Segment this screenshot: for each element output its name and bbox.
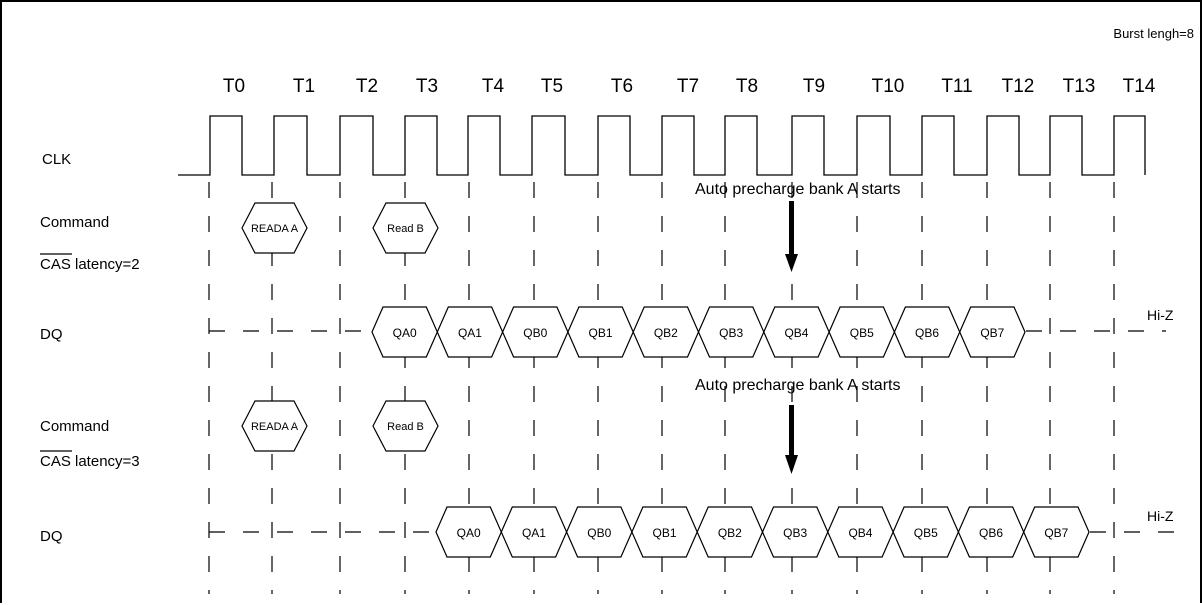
command-label-2-1: READA A xyxy=(251,421,299,433)
dq1-cell-label-qb0: QB0 xyxy=(523,326,547,340)
hi-z-label-1: Hi-Z xyxy=(1147,307,1174,323)
dq-bus-latency-3: QA0 QA1 QB0 QB1 QB2 QB3 QB4 QB5 QB6 QB7 xyxy=(209,506,1192,558)
dq2-cell-label-qb7: QB7 xyxy=(1044,526,1068,540)
command-hexagon-2-2 xyxy=(372,400,439,452)
dq1-cell-label-qa1: QA1 xyxy=(458,326,482,340)
precharge-arrow-shaft-1 xyxy=(789,201,794,258)
dq1-cell-label-qb5: QB5 xyxy=(850,326,874,340)
dq2-cell-label-qb0: QB0 xyxy=(587,526,611,540)
dq-label-1: DQ xyxy=(40,326,63,343)
dq2-cell-label-qb1: QB1 xyxy=(653,526,677,540)
precharge-arrow-head-2 xyxy=(785,455,798,474)
time-label-t0: T0 xyxy=(223,76,245,97)
dq2-cell-label-qb2: QB2 xyxy=(718,526,742,540)
dq1-cell-label-qb7: QB7 xyxy=(980,326,1004,340)
time-label-t12: T12 xyxy=(1002,76,1035,97)
command-hexagons: READA A Read B READA A Read B xyxy=(241,202,439,452)
command-hexagon-1-1 xyxy=(241,202,308,254)
dq2-cell-label-qb6: QB6 xyxy=(979,526,1003,540)
latency-value-1: latency=2 xyxy=(71,256,140,273)
dq1-cell-label-qb6: QB6 xyxy=(915,326,939,340)
dq2-cell-label-qa0: QA0 xyxy=(457,526,481,540)
dq1-cell-label-qb2: QB2 xyxy=(654,326,678,340)
clk-label: CLK xyxy=(42,151,71,168)
dq2-cell-qb7 xyxy=(1023,506,1090,558)
cas-latency-label-2: CAS latency=3 xyxy=(40,453,140,470)
cas-word-2: CAS xyxy=(40,453,71,470)
dq1-cell-label-qb1: QB1 xyxy=(589,326,613,340)
auto-precharge-note-1: Auto precharge bank A starts xyxy=(695,181,900,198)
time-label-t4: T4 xyxy=(482,76,505,97)
clk-waveform xyxy=(178,115,1146,176)
time-label-t1: T1 xyxy=(293,76,315,97)
dq2-cell-label-qb5: QB5 xyxy=(914,526,938,540)
dq2-cell-label-qb4: QB4 xyxy=(848,526,872,540)
dq2-cell-label-qa1: QA1 xyxy=(522,526,546,540)
time-label-t11: T11 xyxy=(941,76,972,97)
time-label-t2: T2 xyxy=(356,76,378,97)
time-label-t9: T9 xyxy=(803,76,825,97)
precharge-arrow-head-1 xyxy=(785,254,798,272)
dq1-cell-label-qb3: QB3 xyxy=(719,326,743,340)
time-label-t6: T6 xyxy=(611,76,633,97)
precharge-arrow-shaft-2 xyxy=(789,405,794,459)
command-hexagon-2-1 xyxy=(241,400,308,452)
command-label-2-2: Read B xyxy=(387,421,424,433)
dq-bus-latency-2: QA0 QA1 QB0 QB1 QB2 QB3 QB4 QB5 QB6 QB7 xyxy=(209,306,1166,358)
cas-word-1: CAS xyxy=(40,256,71,273)
dq1-cell-label-qb4: QB4 xyxy=(784,326,808,340)
dq-label-2: DQ xyxy=(40,528,63,545)
time-label-t14: T14 xyxy=(1123,76,1156,97)
dq1-cell-label-qa0: QA0 xyxy=(393,326,417,340)
hi-z-label-2: Hi-Z xyxy=(1147,508,1174,524)
command-label-1: Command xyxy=(40,214,109,231)
command-label-1-2: Read B xyxy=(387,223,424,235)
time-label-t8: T8 xyxy=(736,76,758,97)
dq1-cell-qb7 xyxy=(959,306,1026,358)
command-label-1-1: READA A xyxy=(251,223,299,235)
command-label-2: Command xyxy=(40,418,109,435)
time-label-t13: T13 xyxy=(1063,76,1096,97)
dq2-cell-label-qb3: QB3 xyxy=(783,526,807,540)
time-label-t7: T7 xyxy=(677,76,699,97)
cas-latency-label-1: CAS latency=2 xyxy=(40,256,140,273)
time-label-t5: T5 xyxy=(541,76,563,97)
time-label-t3: T3 xyxy=(416,76,438,97)
time-label-t10: T10 xyxy=(872,76,905,97)
clk-signal-line xyxy=(178,115,1146,176)
latency-value-2: latency=3 xyxy=(71,453,140,470)
burst-length-label: Burst lengh=8 xyxy=(1113,26,1194,41)
time-labels: T0 T1 T2 T3 T4 T5 T6 T7 T8 T9 T10 T11 T12 T13 T14 xyxy=(223,76,1156,97)
auto-precharge-note-2: Auto precharge bank A starts xyxy=(695,377,900,394)
command-hexagon-1-2 xyxy=(372,202,439,254)
